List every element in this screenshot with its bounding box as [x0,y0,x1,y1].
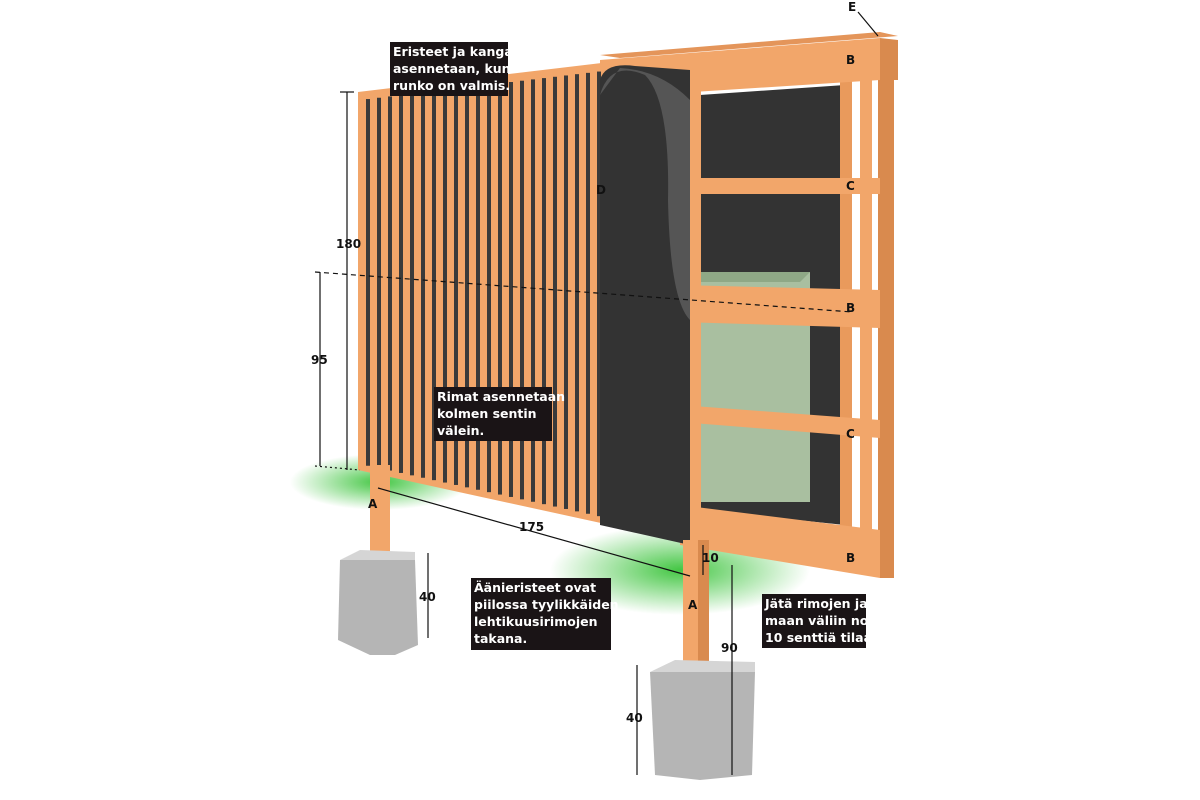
part-e: E [848,0,856,14]
slat-gap [421,92,425,478]
slat-gap [553,76,557,507]
part-a-right: A [688,598,698,612]
slat-gap [377,97,381,469]
svg-text:asennetaan, kun: asennetaan, kun [393,61,511,76]
rail-b-mid-end [880,290,892,328]
slat-gap [542,78,546,505]
fabric-sheet [600,65,690,545]
svg-text:kolmen sentin: kolmen sentin [437,406,537,421]
dim-180: 180 [336,237,361,251]
slat-gap [388,96,392,471]
slat-gaps [366,71,601,517]
leader-e [857,11,879,37]
svg-text:runko on valmis.: runko on valmis. [393,78,510,93]
dim-line-175 [377,487,691,577]
svg-text:välein.: välein. [437,423,484,438]
rail-b-top-end [880,38,898,80]
slat-gap [454,88,458,485]
part-c-lower: C [846,427,855,441]
part-a-left: A [368,497,378,511]
slat-gap [520,80,524,500]
slat-gap [487,84,491,493]
rail-b-bottom-end [880,530,894,578]
rail-b-bottom [680,505,880,578]
svg-text:Jätä rimojen ja: Jätä rimojen ja [764,596,868,611]
fabric-curl [600,68,690,320]
slat-gap [443,89,447,483]
dim-95: 95 [311,353,328,367]
slat-gap [432,91,436,481]
slat-gap [509,82,513,497]
svg-text:piilossa tyylikkäiden: piilossa tyylikkäiden [474,597,619,612]
post-a-right-shade [698,540,709,675]
svg-text:Äänieristeet ovat: Äänieristeet ovat [474,580,596,595]
insulation-panel-top [700,272,810,282]
part-c-upper: C [846,179,855,193]
rail-c-upper [665,178,880,194]
svg-text:Rimat asennetaan: Rimat asennetaan [437,389,565,404]
slat-gap [575,74,579,512]
svg-text:takana.: takana. [474,631,527,646]
slat-gap [476,85,480,490]
slat-gap [465,87,469,488]
note-bottom-right: Jätä rimojen ja maan väliin noin 10 sent… [762,594,882,648]
slat-gap [399,95,403,473]
slat-panel [358,62,610,525]
rail-c-lower [680,405,880,438]
svg-text:maan väliin noin: maan väliin noin [765,613,882,628]
slat-gap [564,75,568,509]
concrete-block-left-top [340,550,415,560]
slat-gap [410,93,414,476]
slat-gap [366,99,370,466]
rail-e [600,32,898,58]
part-d: D [596,183,606,197]
dim-90: 90 [721,641,738,655]
concrete-block-right [650,672,755,780]
slat-gap [531,79,535,502]
slat-gap [586,72,590,514]
svg-text:10 senttiä tilaa.: 10 senttiä tilaa. [765,630,877,645]
rail-b-mid [680,285,880,328]
dim-40-right: 40 [626,711,643,725]
post-a-left [370,465,390,565]
dim-10: 10 [702,551,719,565]
svg-text:Eristeet ja kangas: Eristeet ja kangas [393,44,520,59]
concrete-block-right-top [650,660,755,672]
note-top: Eristeet ja kangas asennetaan, kun runko… [390,42,520,96]
part-b-top: B [846,53,855,67]
svg-text:lehtikuusirimojen: lehtikuusirimojen [474,614,597,629]
dim-175: 175 [519,520,544,534]
note-middle: Rimat asennetaan kolmen sentin välein. [434,387,565,441]
part-b-mid: B [846,301,855,315]
note-bottom-left: Äänieristeet ovat piilossa tyylikkäiden … [471,578,619,650]
part-b-bottom: B [846,551,855,565]
concrete-block-left [338,560,418,655]
slat-gap [597,71,601,517]
slat-gap [498,83,502,495]
dim-40-left: 40 [419,590,436,604]
